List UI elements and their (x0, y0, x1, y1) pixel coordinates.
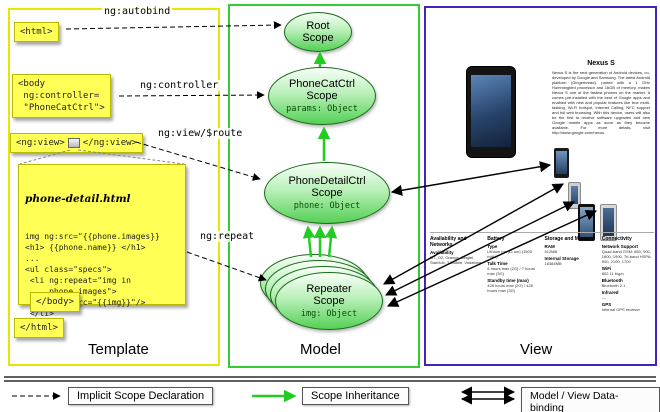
spec-label: Network Support (601, 244, 639, 249)
body-open-tag-box: <body ng:controller= "PhoneCatCtrl"> (12, 74, 111, 118)
spec-col-title: Storage and Memory (544, 236, 594, 242)
template-file-name: phone-detail.html (25, 193, 131, 205)
spec-row: Internal Storage 16384MB (545, 256, 597, 266)
html-open-tag-box: <html> (14, 22, 59, 42)
spec-label: Infrared (601, 290, 619, 295)
scope-name-line: Repeater (306, 283, 352, 295)
spec-value: M7, O2, Orange, Singtel, StarHub, T-Mobi… (430, 255, 482, 265)
scope-name-line: Root (306, 20, 330, 32)
spec-row: Network Support Quad-band GSM: 850, 900,… (602, 244, 654, 264)
legend-divider (4, 376, 656, 382)
spec-label: GPS (601, 302, 612, 307)
spec-row: Talk Time 6 hours max (2G) / 7 hours max… (487, 261, 539, 276)
scope-property: params: Object (286, 104, 358, 114)
model-label: Model (300, 341, 341, 358)
spec-rows: Type Lithium Ion (Li-Ion) (1500 mAH) Tal… (487, 244, 539, 293)
thumbnail-screen (603, 208, 614, 236)
spec-value: Bluetooth 2.1 (601, 283, 626, 288)
body-close-tag-box: </body> (30, 292, 80, 312)
phone-name-heading: Nexus S (587, 60, 615, 67)
code-line: </li> (25, 309, 54, 318)
code-line: phone.images"> (49, 287, 117, 296)
code-line: "PhoneCatCtrl"> (18, 103, 105, 113)
phone-main-image (466, 66, 516, 158)
ng-view-close-tag: </ng:view> (82, 138, 137, 148)
spec-value: — (601, 295, 606, 300)
ng-view-tag-box: <ng:view> </ng:view> (10, 133, 143, 153)
spec-col-title: Availability and Networks (430, 236, 467, 248)
scope-property: phone: Object (293, 201, 361, 211)
spec-col-availability: Availability and Networks Availability M… (430, 236, 482, 314)
view-placeholder-icon (67, 138, 80, 148)
html-close-tag-box: </html> (14, 318, 64, 338)
spec-row: Standby time (max) 428 hours max (2G) / … (487, 278, 539, 293)
view-label: View (520, 341, 553, 358)
spec-col-connectivity: Connectivity Network Support Quad-band G… (602, 236, 654, 314)
phone-detail-template-box: phone-detail.html img ng:src="{{phone.im… (18, 164, 186, 340)
scope-name-line: Scope (306, 90, 338, 102)
spec-row: GPS Internal GPS receiver (602, 302, 654, 312)
scope-name-line: PhoneDetailCtrl (288, 175, 366, 187)
code-line: <h1> {{phone.name}} </h1> (25, 243, 146, 252)
legend-scope-inheritance: Scope Inheritance (302, 387, 409, 405)
spec-value: 802.11 b/g/n (601, 271, 624, 276)
ng-controller-label: ng:controller (138, 80, 221, 91)
code-line: ... (25, 254, 40, 263)
spec-col-battery: Battery Type Lithium Ion (Li-Ion) (1500 … (487, 236, 539, 314)
phone-thumbnail (600, 204, 617, 241)
spec-row: Availability M7, O2, Orange, Singtel, St… (430, 250, 482, 265)
scope-name-line: Scope (311, 187, 343, 199)
template-label: Template (88, 341, 149, 358)
spec-row: Bluetooth Bluetooth 2.1 (602, 278, 654, 288)
spec-row: WiFi 802.11 b/g/n (602, 266, 654, 276)
code-line: <li ng:repeat="img in (25, 276, 131, 285)
spec-label: WiFi (601, 266, 612, 271)
spec-value: Internal GPS receiver (601, 307, 640, 312)
legend-implicit-scope-declaration: Implicit Scope Declaration (68, 387, 214, 405)
spec-col-storage: Storage and Memory RAM 512MB Internal St… (545, 236, 597, 314)
spec-table: Availability and Networks Availability M… (430, 232, 654, 314)
spec-value: 428 hours max (2G) / 428 hours max (3G) (487, 283, 533, 293)
phone-thumbnail (554, 148, 569, 178)
scope-name-line: Scope (302, 32, 334, 44)
thumbnail-screen (571, 186, 578, 204)
ng-repeat-label: ng:repeat (198, 231, 257, 242)
scope-property: img: Object (300, 309, 358, 319)
spec-rows: RAM 512MB Internal Storage 16384MB (545, 244, 597, 266)
spec-rows: Availability M7, O2, Orange, Singtel, St… (430, 250, 482, 265)
spec-row: Type Lithium Ion (Li-Ion) (1500 mAH) (487, 244, 539, 259)
ng-view-open-tag: <ng:view> (16, 138, 65, 148)
spec-rows: Network Support Quad-band GSM: 850, 900,… (602, 244, 654, 312)
spec-col-title: Battery (487, 236, 505, 242)
code-line: <ul class="specs"> (25, 265, 112, 274)
phone-description: Nexus S is the next generation of Androi… (552, 70, 650, 135)
spec-row: Infrared — (602, 290, 654, 300)
spec-col-title: Connectivity (601, 236, 632, 242)
spec-value: 6 hours max (2G) / 7 hours max (3G) (487, 266, 536, 276)
ng-view-route-label: ng:view/$route (156, 128, 245, 139)
spec-label: Bluetooth (601, 278, 623, 283)
code-line: img ng:src="{{phone.images}} (25, 232, 160, 241)
code-line: <body (18, 79, 46, 89)
spec-row: RAM 512MB (545, 244, 597, 254)
spec-value: Lithium Ion (Li-Ion) (1500 mAH) (487, 249, 532, 259)
phone-screen (471, 75, 511, 147)
thumbnail-screen (556, 151, 567, 174)
scope-name-line: Scope (313, 295, 345, 307)
legend-model-view-data-binding: Model / View Data-binding (521, 387, 660, 412)
spec-value: 512MB (544, 249, 558, 254)
code-line: ng:controller= (18, 91, 100, 101)
scope-name-line: PhoneCatCtrl (288, 78, 356, 90)
spec-value: 16384MB (544, 261, 562, 266)
spec-value: Quad-band GSM: 850, 900, 1800, 1900. Tri… (601, 249, 652, 264)
ng-autobind-label: ng:autobind (102, 6, 173, 17)
